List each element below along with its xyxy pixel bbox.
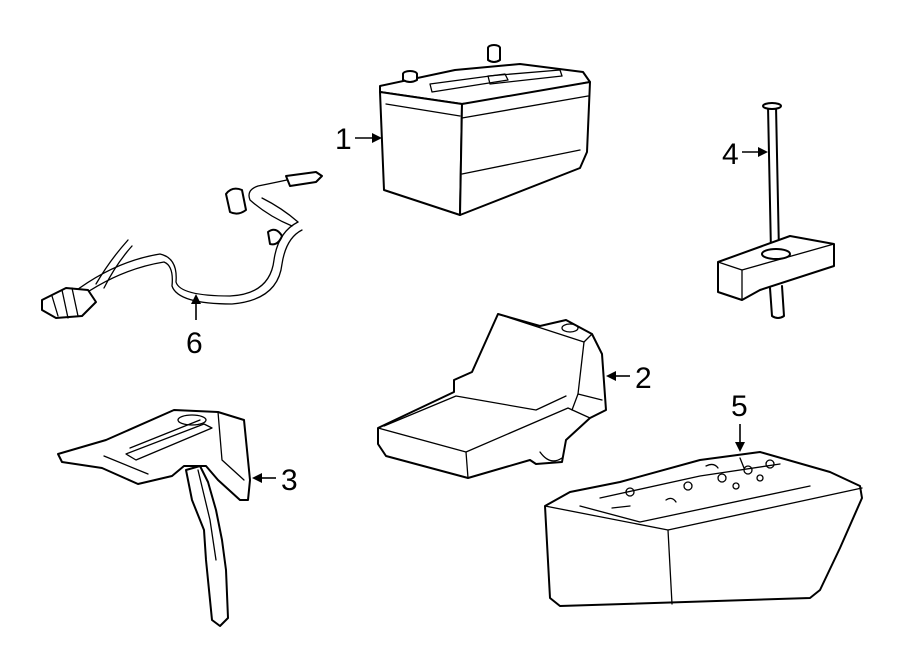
callout-6: 6 bbox=[186, 294, 203, 360]
callout-5: 5 bbox=[731, 390, 748, 452]
battery-tray-part[interactable] bbox=[377, 313, 607, 479]
callout-5-label: 5 bbox=[731, 390, 748, 423]
callout-2: 2 bbox=[606, 362, 652, 395]
callout-6-label: 6 bbox=[186, 327, 203, 360]
support-bracket-part[interactable] bbox=[57, 409, 251, 627]
battery-cover-part[interactable] bbox=[544, 451, 863, 607]
callout-3-label: 3 bbox=[281, 464, 298, 497]
wiring-harness-part[interactable] bbox=[41, 171, 323, 319]
callout-4-label: 4 bbox=[722, 138, 739, 171]
hold-down-clamp-part[interactable] bbox=[717, 102, 835, 319]
callout-2-label: 2 bbox=[635, 362, 652, 395]
callout-1-label: 1 bbox=[335, 123, 352, 156]
callout-3: 3 bbox=[252, 464, 298, 497]
callout-4: 4 bbox=[722, 138, 768, 171]
callout-1: 1 bbox=[335, 123, 382, 156]
battery-part[interactable] bbox=[379, 44, 591, 216]
